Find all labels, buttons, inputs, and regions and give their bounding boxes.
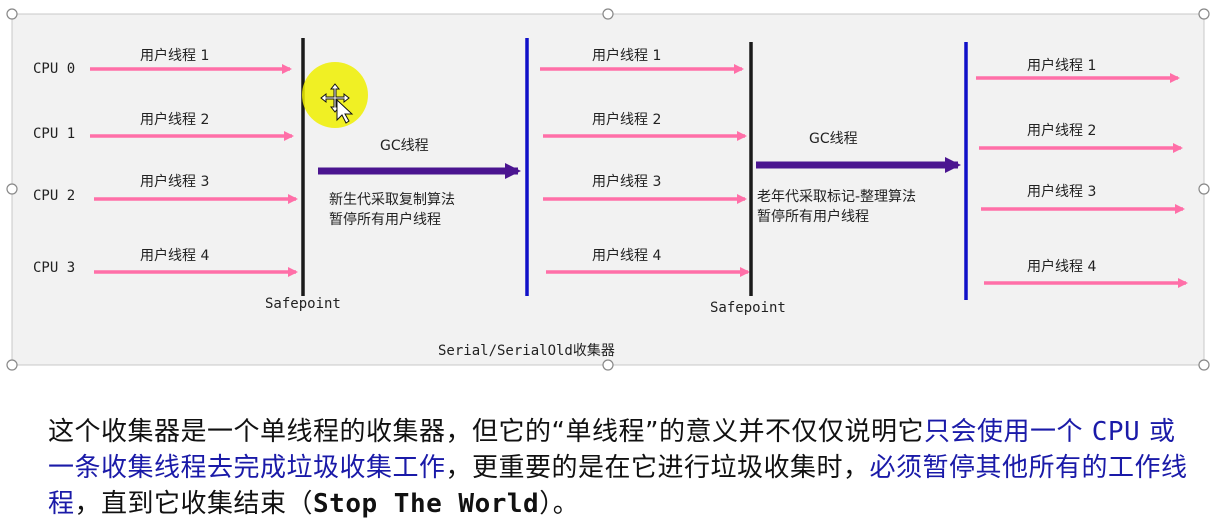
gc-desc-1-line1: 新生代采取复制算法 — [329, 191, 455, 208]
thread-label-s3-1: 用户线程 1 — [1027, 57, 1096, 74]
caption-highlight-1: 只会使用一个 — [923, 417, 1083, 447]
thread-label-s1-3: 用户线程 3 — [140, 173, 209, 190]
caption-highlight-3: 必须暂停其他所有的工作线程 — [48, 453, 1188, 519]
safepoint-label-2: Safepoint — [710, 300, 786, 316]
thread-label-s1-1: 用户线程 1 — [140, 47, 209, 64]
handle-mid-right[interactable] — [1198, 183, 1210, 195]
diagram-panel — [11, 13, 1205, 366]
cpu-label-3: CPU 3 — [33, 260, 75, 276]
caption-highlight-cpu: CPU — [1091, 417, 1141, 447]
caption-highlight-2: 或一条收集线程去完成垃圾收集工作 — [48, 417, 1176, 483]
gc-desc-1-line2: 暂停所有用户线程 — [329, 211, 441, 228]
gc-desc-2-line2: 暂停所有用户线程 — [757, 208, 869, 225]
handle-top-left[interactable] — [6, 8, 18, 20]
move-cursor-icon — [320, 83, 354, 124]
thread-label-s3-2: 用户线程 2 — [1027, 122, 1096, 139]
gc-label-1: GC线程 — [380, 138, 429, 154]
thread-label-s3-3: 用户线程 3 — [1027, 183, 1096, 200]
thread-label-s1-4: 用户线程 4 — [140, 247, 209, 264]
handle-bottom-right[interactable] — [1198, 359, 1210, 371]
caption-text-3: ，直到它收集结束（ — [74, 489, 314, 519]
caption-paragraph: 这个收集器是一个单线程的收集器，但它的“单线程”的意义并不仅仅说明它只会使用一个… — [48, 414, 1198, 522]
handle-top-mid[interactable] — [602, 8, 614, 20]
cpu-label-1: CPU 1 — [33, 126, 75, 142]
cpu-label-0: CPU 0 — [33, 61, 75, 77]
thread-label-s2-2: 用户线程 2 — [592, 111, 661, 128]
caption-text-4: ）。 — [539, 489, 580, 519]
selection-handles[interactable] — [6, 8, 1210, 371]
thread-label-s2-3: 用户线程 3 — [592, 173, 661, 190]
handle-top-right[interactable] — [1198, 8, 1210, 20]
diagram-title: Serial/SerialOld收集器 — [438, 342, 615, 359]
thread-label-s1-2: 用户线程 2 — [140, 111, 209, 128]
caption-stop-the-world: Stop The World — [313, 489, 540, 519]
caption-text-2: ，更重要的是在它进行垃圾收集时， — [445, 453, 870, 483]
thread-label-s2-4: 用户线程 4 — [592, 247, 661, 264]
gc-label-2: GC线程 — [809, 131, 858, 147]
gc-desc-2-line1: 老年代采取标记-整理算法 — [757, 189, 916, 205]
thread-label-s2-1: 用户线程 1 — [592, 47, 661, 64]
handle-bottom-mid[interactable] — [602, 359, 614, 371]
caption-text-1: 这个收集器是一个单线程的收集器，但它的“单线程”的意义并不仅仅说明它 — [48, 417, 924, 447]
handle-mid-left[interactable] — [6, 183, 18, 195]
safepoint-label-1: Safepoint — [265, 296, 341, 312]
cpu-label-2: CPU 2 — [33, 188, 75, 204]
handle-bottom-left[interactable] — [6, 359, 18, 371]
thread-label-s3-4: 用户线程 4 — [1027, 258, 1096, 275]
